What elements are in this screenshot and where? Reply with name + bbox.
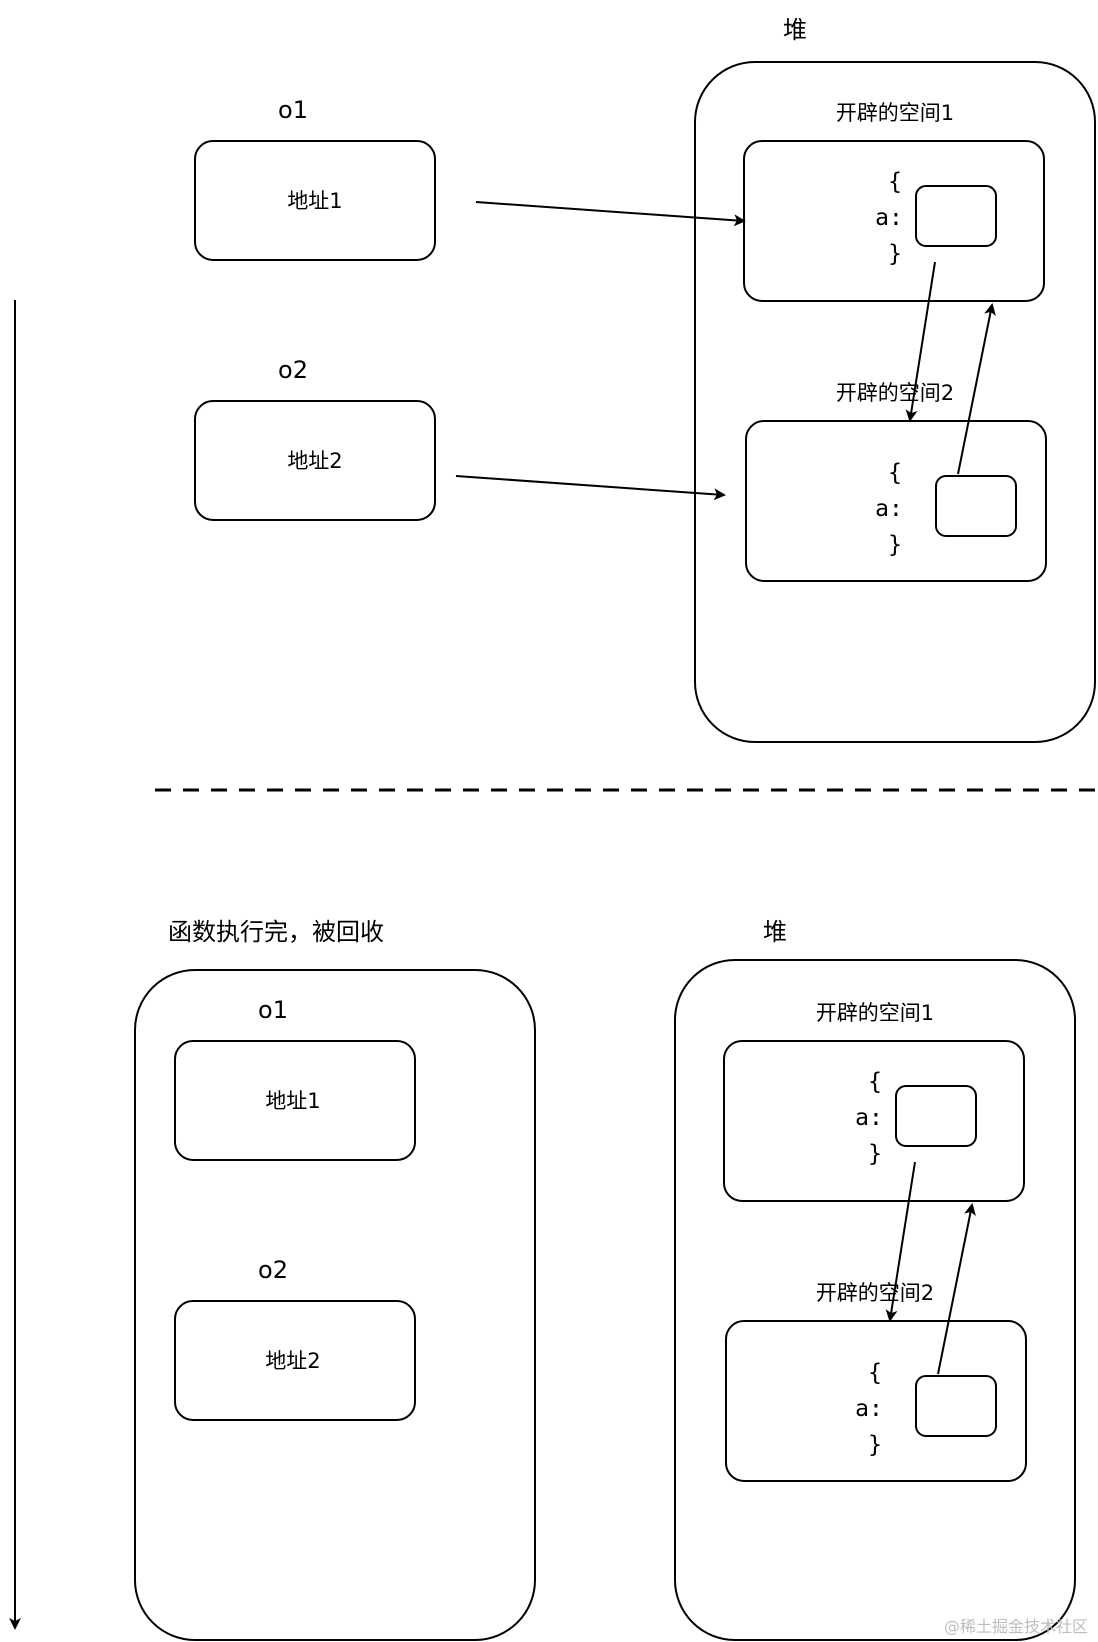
top-o1-box — [194, 140, 436, 261]
bottom-obj1-open: { — [868, 1069, 882, 1095]
bottom-space2-label: 开辟的空间2 — [816, 1281, 934, 1305]
bottom-obj1-close: } — [868, 1141, 882, 1167]
bottom-o2-label: o2 — [258, 1256, 288, 1284]
bottom-arrow-space1-a-to-space2 — [885, 1161, 916, 1322]
top-obj1-value-slot — [915, 185, 997, 247]
bottom-obj1-value-slot — [895, 1085, 977, 1147]
top-space1-label: 开辟的空间1 — [836, 101, 954, 125]
top-o2-label: o2 — [278, 356, 308, 384]
top-obj2-value-slot — [935, 475, 1017, 537]
top-obj2-close: } — [888, 532, 902, 558]
top-arrow-o2-to-space2 — [455, 475, 726, 501]
bottom-o2-value: 地址2 — [265, 1349, 320, 1373]
bottom-obj2-value-slot — [915, 1375, 997, 1437]
top-heap-label: 堆 — [783, 16, 807, 44]
bottom-obj2-open: { — [868, 1360, 882, 1386]
top-obj2-open: { — [888, 460, 902, 486]
top-arrow-space2-a-to-space1 — [957, 303, 996, 475]
bottom-space2-box — [725, 1320, 1027, 1482]
bottom-space1-label: 开辟的空间1 — [816, 1001, 934, 1025]
bottom-stack-label: 函数执行完，被回收 — [168, 918, 384, 946]
top-o1-value: 地址1 — [287, 189, 342, 213]
top-obj1-key: a: — [875, 205, 903, 231]
top-space2-box — [745, 420, 1047, 582]
top-obj2-key: a: — [875, 496, 903, 522]
bottom-obj2-key: a: — [855, 1396, 883, 1422]
bottom-obj2-close: } — [868, 1432, 882, 1458]
top-arrow-o1-to-space1 — [475, 201, 746, 227]
bottom-heap-label: 堆 — [763, 918, 787, 946]
bottom-o1-box — [174, 1040, 416, 1161]
top-o1-label: o1 — [278, 96, 308, 124]
bottom-obj1-key: a: — [855, 1105, 883, 1131]
bottom-o2-box — [174, 1300, 416, 1421]
top-arrow-space1-a-to-space2 — [905, 261, 936, 422]
bottom-o1-value: 地址1 — [265, 1089, 320, 1113]
top-o2-value: 地址2 — [287, 449, 342, 473]
watermark: @稀土掘金技术社区 — [944, 1617, 1088, 1636]
bottom-o1-label: o1 — [258, 996, 288, 1024]
top-space2-label: 开辟的空间2 — [836, 381, 954, 405]
bottom-space1-box — [723, 1040, 1025, 1202]
top-obj1-close: } — [888, 241, 902, 267]
top-o2-box — [194, 400, 436, 521]
top-obj1-open: { — [888, 169, 902, 195]
bottom-arrow-space2-a-to-space1 — [937, 1203, 976, 1375]
